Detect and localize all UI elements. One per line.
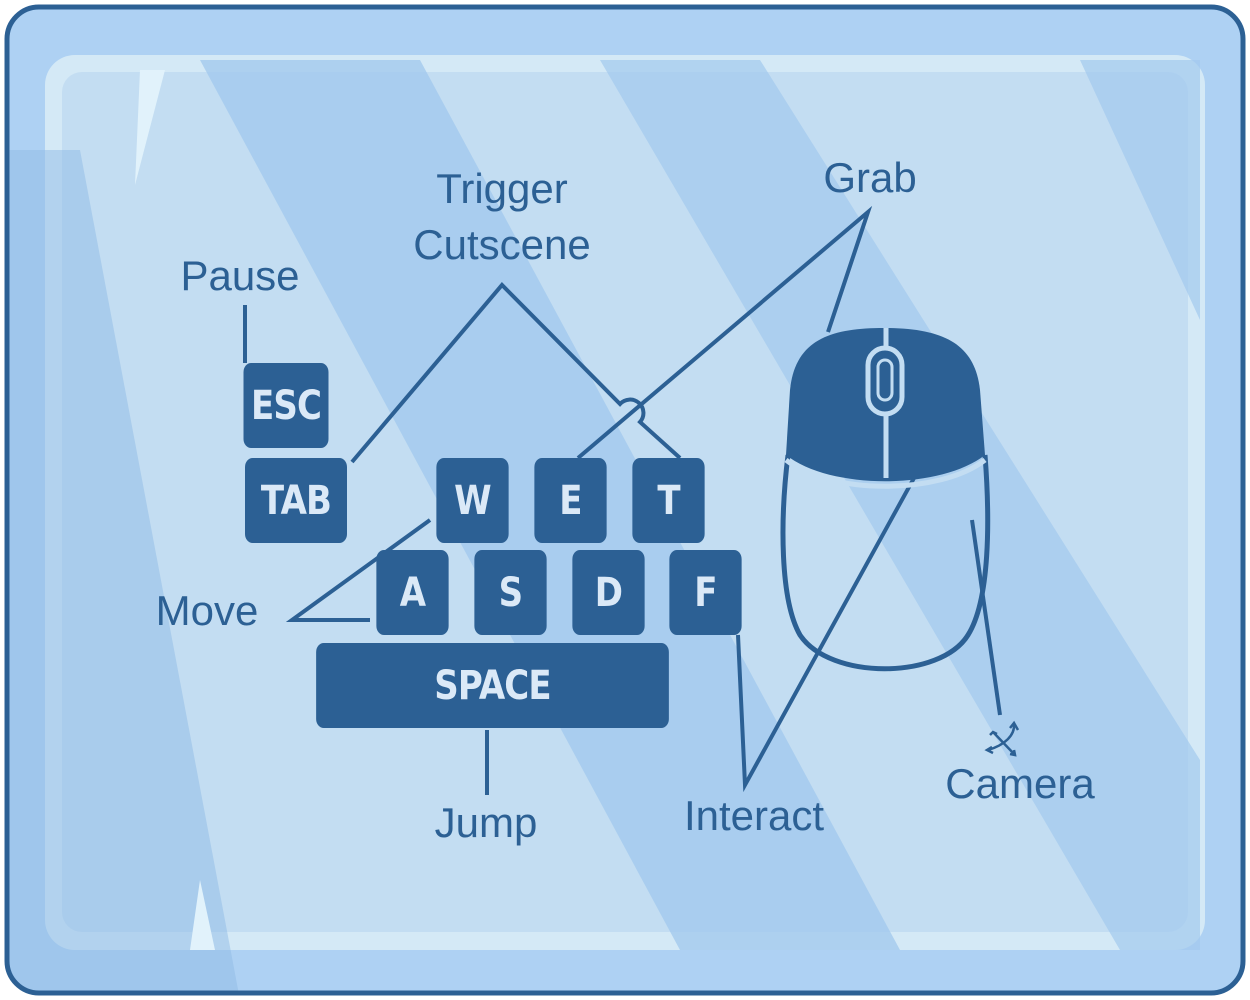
label-cutscene: Cutscene <box>413 221 591 268</box>
camera-line <box>970 519 1002 716</box>
label-jump: Jump <box>434 799 538 846</box>
grab-line <box>576 205 873 460</box>
connector-lines <box>243 205 1002 795</box>
label-trigger: Trigger <box>436 165 568 212</box>
trigger-line <box>350 282 682 464</box>
key-space[interactable]: SPACE <box>316 643 669 728</box>
key-d[interactable]: D <box>572 550 645 635</box>
label-interact: Interact <box>683 792 825 839</box>
label-camera: Camera <box>945 760 1095 807</box>
key-a[interactable]: A <box>376 550 449 635</box>
key-tab[interactable]: TAB <box>245 458 347 543</box>
key-s[interactable]: S <box>474 550 547 635</box>
camera-rotate-icon <box>984 720 1020 757</box>
mouse-icon <box>780 328 991 672</box>
key-f[interactable]: F <box>669 550 742 635</box>
key-e[interactable]: E <box>534 458 607 543</box>
label-pause: Pause <box>180 252 300 299</box>
key-t[interactable]: T <box>632 458 705 543</box>
key-w[interactable]: W <box>436 458 509 543</box>
key-esc[interactable]: ESC <box>243 363 329 448</box>
interact-line <box>736 477 916 793</box>
label-move: Move <box>155 587 259 634</box>
label-grab: Grab <box>823 154 917 201</box>
